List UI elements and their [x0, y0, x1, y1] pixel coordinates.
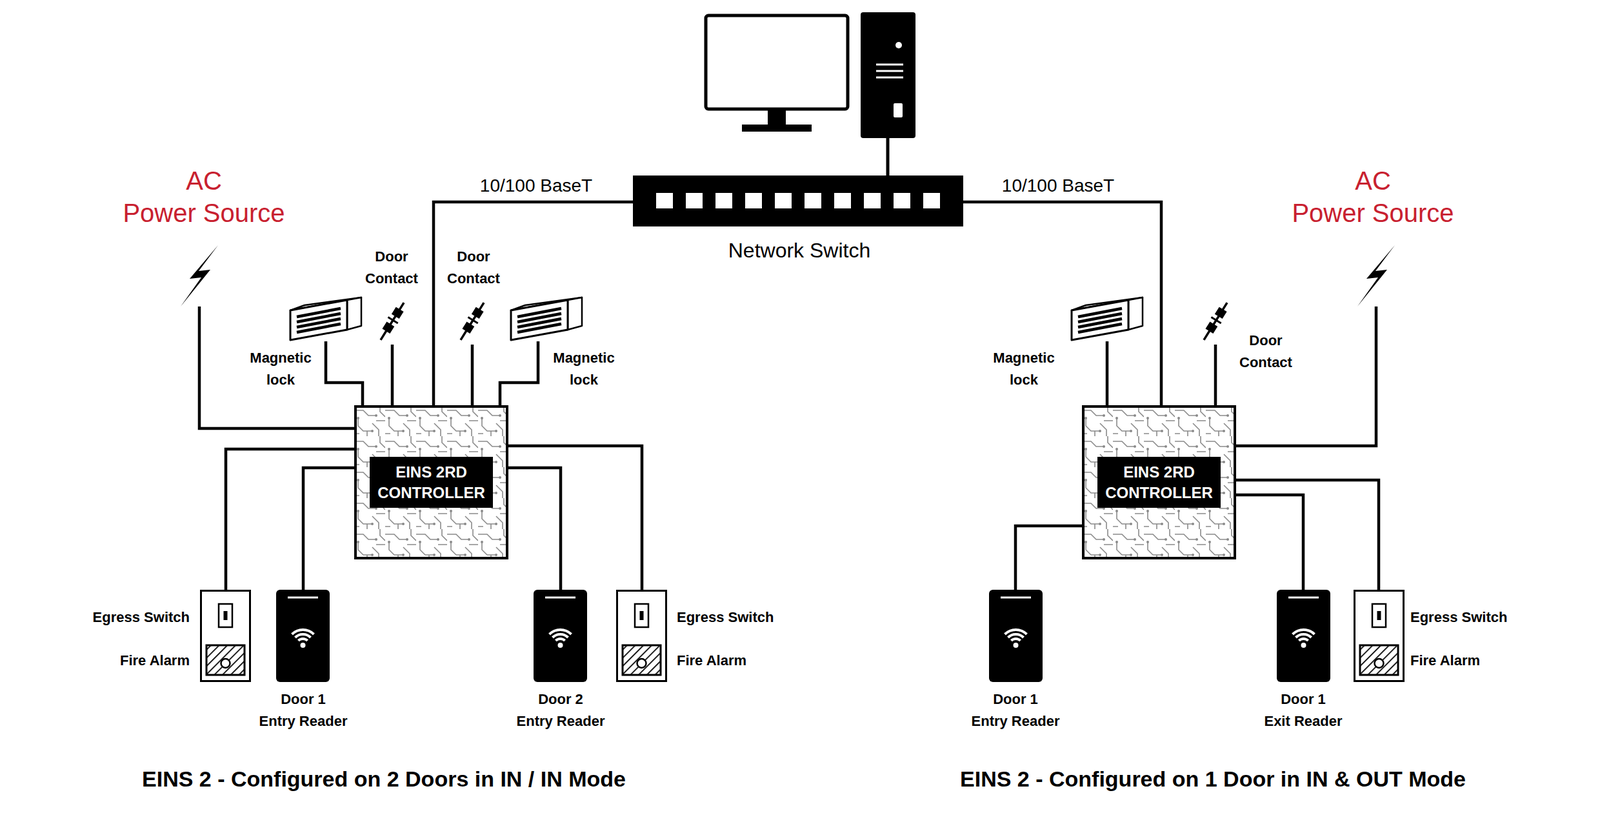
ctl-node: EINS 2RD CONTROLLER: [354, 405, 509, 560]
wire: [508, 467, 561, 590]
wire: [470, 344, 475, 406]
rd-node: Door 2 Entry Reader: [533, 589, 588, 682]
wire: [1015, 525, 1082, 590]
dc-icon: [378, 298, 407, 345]
device-label: Magnetic lock: [247, 347, 313, 391]
switch-node: Network Switch: [632, 175, 964, 227]
wire: [508, 445, 642, 590]
controller-label: EINS 2RD CONTROLLER: [369, 456, 493, 508]
wire: [1236, 306, 1377, 446]
rd-icon: [1276, 589, 1331, 682]
device-label: Door Contact: [445, 245, 502, 290]
bolt-node: AC Power Source: [178, 245, 221, 307]
eg-node: Egress SwitchFire Alarm: [1353, 589, 1405, 682]
wire: [1236, 494, 1304, 590]
mag-icon: [508, 296, 585, 342]
rd-node: Door 1 Entry Reader: [989, 589, 1043, 682]
power-source-label: AC Power Source: [1289, 164, 1457, 230]
computer-cable: [886, 138, 890, 177]
wire: [303, 467, 355, 590]
reader-label: Door 1 Entry Reader: [258, 688, 350, 733]
rd-node: Door 1 Entry Reader: [276, 589, 330, 682]
eg-icon: [616, 589, 668, 682]
switch-label: Network Switch: [728, 238, 871, 263]
device-label: Magnetic lock: [550, 347, 617, 391]
dc-node: Door Contact: [458, 298, 487, 345]
device-label: Egress Switch: [1410, 609, 1508, 626]
device-label: Magnetic lock: [990, 347, 1057, 391]
controller-label: EINS 2RD CONTROLLER: [1097, 456, 1220, 508]
bolt-node: AC Power Source: [1354, 245, 1398, 307]
bolt-icon: [1354, 245, 1398, 307]
wire: [433, 201, 633, 406]
rd-icon: [533, 589, 588, 682]
mag-node: Magnetic lock: [1069, 296, 1146, 342]
computer-monitor: [705, 15, 848, 132]
wire: [199, 306, 355, 429]
device-label: Fire Alarm: [120, 652, 190, 670]
link-label: 10/100 BaseT: [477, 174, 595, 197]
diagram-caption: EINS 2 - Configured on 2 Doors in IN / I…: [141, 765, 626, 793]
dc-icon: [1201, 298, 1230, 345]
eg-node: Egress SwitchFire Alarm: [200, 589, 251, 682]
rd-node: Door 1 Exit Reader: [1276, 589, 1331, 682]
wire: [1105, 341, 1110, 406]
device-label: Egress Switch: [676, 609, 774, 626]
dc-node: Door Contact: [378, 298, 407, 345]
wire: [390, 344, 395, 406]
eg-node: Egress SwitchFire Alarm: [616, 589, 668, 682]
device-label: Door Contact: [363, 245, 420, 290]
device-label: Door Contact: [1237, 329, 1295, 374]
reader-label: Door 2 Entry Reader: [515, 688, 607, 733]
power-source-label: AC Power Source: [120, 164, 288, 230]
wire: [1214, 344, 1218, 406]
rd-icon: [276, 589, 330, 682]
wire: [1236, 480, 1379, 590]
mag-icon: [1069, 296, 1146, 342]
link-label: 10/100 BaseT: [999, 174, 1117, 197]
eg-icon: [1353, 589, 1405, 682]
computer-tower: [860, 12, 916, 139]
device-label: Fire Alarm: [676, 652, 747, 670]
wire: [225, 449, 355, 590]
wire: [500, 341, 539, 406]
wire: [963, 201, 1162, 406]
eg-icon: [200, 589, 251, 682]
bolt-icon: [178, 245, 221, 307]
dc-node: Door Contact: [1201, 298, 1230, 345]
mag-icon: [287, 296, 364, 342]
wire: [325, 341, 363, 406]
rd-icon: [989, 589, 1043, 682]
device-label: Egress Switch: [92, 609, 190, 626]
dc-icon: [458, 298, 487, 345]
ctl-node: EINS 2RD CONTROLLER: [1081, 405, 1237, 560]
mag-node: Magnetic lock: [287, 296, 364, 342]
device-label: Fire Alarm: [1410, 652, 1480, 670]
mag-node: Magnetic lock: [508, 296, 585, 342]
diagram-caption: EINS 2 - Configured on 1 Door in IN & OU…: [960, 765, 1466, 793]
reader-label: Door 1 Entry Reader: [970, 688, 1062, 733]
reader-label: Door 1 Exit Reader: [1258, 688, 1350, 733]
switch-icon: [632, 175, 964, 227]
